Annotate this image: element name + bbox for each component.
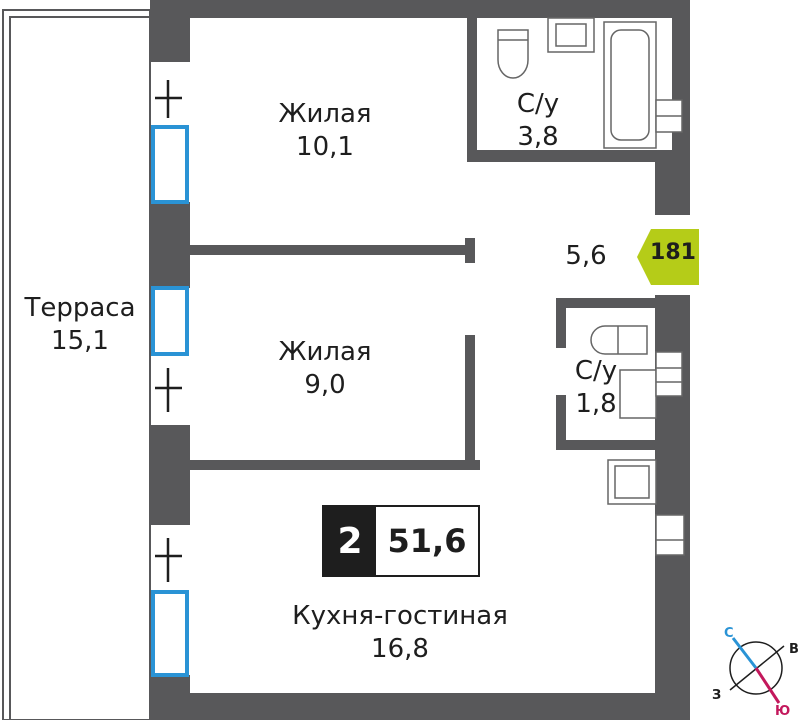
room-bath1-label: С/у 3,8 bbox=[500, 88, 576, 153]
rooms-count: 2 bbox=[324, 507, 376, 575]
apartment-number: 181 bbox=[650, 240, 696, 265]
room-living2-label: Жилая 9,0 bbox=[260, 336, 390, 401]
room-area: 15,1 bbox=[51, 325, 109, 356]
room-area: 5,6 bbox=[565, 241, 607, 271]
room-area: 16,8 bbox=[371, 633, 429, 664]
room-hall-label: 5,6 bbox=[556, 240, 616, 273]
compass-south-label: Ю bbox=[775, 704, 791, 719]
plumbing-fixtures bbox=[497, 17, 685, 556]
outlet-markers bbox=[155, 80, 182, 582]
compass-east-label: В bbox=[789, 642, 799, 657]
room-name: С/у bbox=[574, 356, 618, 386]
room-name: Кухня-гостиная bbox=[292, 601, 508, 631]
room-area: 10,1 bbox=[296, 131, 354, 162]
apartment-number-tag bbox=[637, 229, 699, 285]
compass-north-label: С bbox=[724, 626, 734, 641]
windows bbox=[151, 125, 189, 677]
walls bbox=[150, 0, 690, 720]
room-area: 9,0 bbox=[304, 369, 346, 400]
room-living1-label: Жилая 10,1 bbox=[260, 98, 390, 163]
room-area: 1,8 bbox=[575, 388, 617, 419]
compass-west-label: З bbox=[712, 688, 722, 703]
total-area: 51,6 bbox=[387, 522, 467, 560]
room-name: Жилая bbox=[278, 337, 372, 367]
room-bath2-label: С/у 1,8 bbox=[558, 355, 634, 420]
room-name: Жилая bbox=[278, 99, 372, 129]
room-terrace-label: Терраса 15,1 bbox=[15, 292, 145, 357]
apartment-summary-badge: 2 51,6 bbox=[322, 505, 480, 577]
terrace-outline bbox=[2, 9, 151, 720]
room-name: Терраса bbox=[24, 293, 136, 323]
room-kitchen-label: Кухня-гостиная 16,8 bbox=[250, 600, 550, 665]
room-area: 3,8 bbox=[517, 121, 559, 152]
room-name: С/у bbox=[516, 89, 560, 119]
